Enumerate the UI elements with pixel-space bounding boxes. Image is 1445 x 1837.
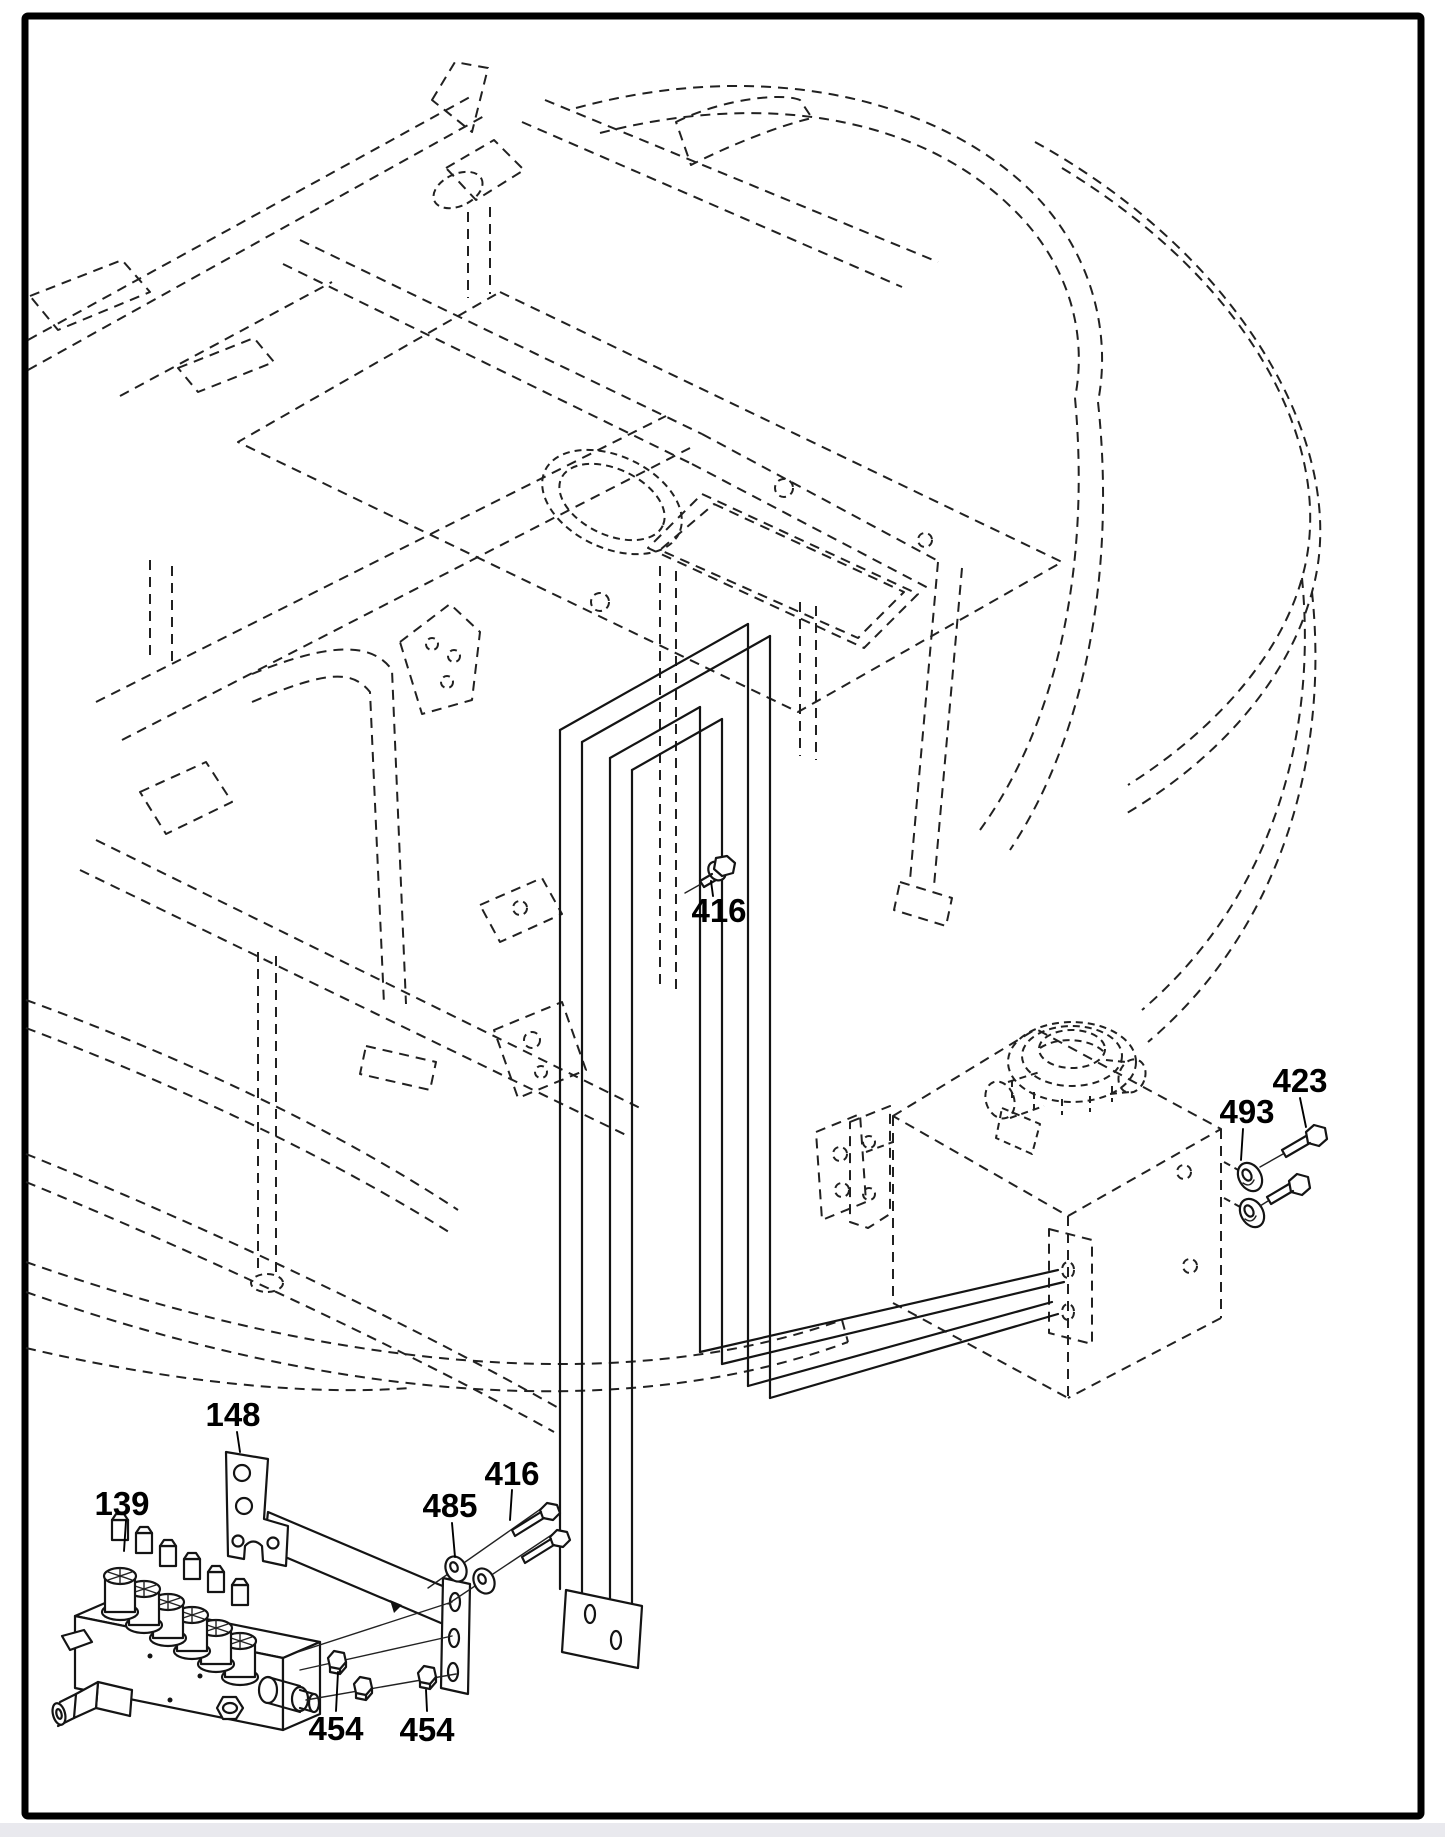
- relief-valve-fitting: [51, 1628, 134, 1728]
- callout-bolt-416-frame: 416: [691, 892, 747, 929]
- callout-manifold-139: 139: [94, 1485, 150, 1522]
- callout-bolt-423: 423: [1272, 1062, 1328, 1099]
- bracket-arm: [262, 1510, 454, 1628]
- pipe-clamp-bracket: [560, 1588, 644, 1670]
- washer-493-pair: [1236, 1161, 1266, 1229]
- nut-454-left: [326, 1649, 348, 1676]
- callout-nut-454-right: 454: [399, 1711, 455, 1748]
- outlet-port-fitting: [257, 1675, 321, 1714]
- hydraulic-pipes: [558, 622, 1066, 1606]
- hex-plug: [215, 1695, 245, 1721]
- chassis-dashed-outline: [25, 61, 1322, 1433]
- valve-manifold-139: [51, 1512, 322, 1732]
- stud-plate: [439, 1576, 472, 1696]
- tank-side-bracket: [849, 1105, 891, 1229]
- callout-bracket-148: 148: [205, 1396, 261, 1433]
- bolt-423-pair: [1259, 1123, 1329, 1207]
- nut-454-middle: [352, 1675, 374, 1702]
- callout-nut-454-left: 454: [308, 1710, 364, 1747]
- tank-mount-plate: [1048, 1228, 1093, 1345]
- nut-454-right: [416, 1664, 438, 1691]
- oil-tank: [849, 1021, 1243, 1399]
- solenoid-coil-1: [100, 1512, 140, 1622]
- callout-leader-lines: [123, 880, 1307, 1712]
- callout-bolt-416-bracket: 416: [484, 1455, 540, 1492]
- bolt-416-frame: [684, 854, 737, 894]
- arm-weld-mark: [390, 1600, 402, 1613]
- solenoid-coils: [100, 1512, 260, 1687]
- page-edge-strip: [0, 1823, 1445, 1837]
- bolt-416-bracket-pair: [510, 1501, 572, 1565]
- tank-cap: [984, 1021, 1147, 1155]
- callout-washer-493: 493: [1219, 1093, 1275, 1130]
- page-border-frame: [21, 12, 1425, 1820]
- washer-485-pair: [444, 1555, 496, 1595]
- mount-bracket-148: [224, 1450, 472, 1696]
- callout-washer-485: 485: [422, 1487, 478, 1524]
